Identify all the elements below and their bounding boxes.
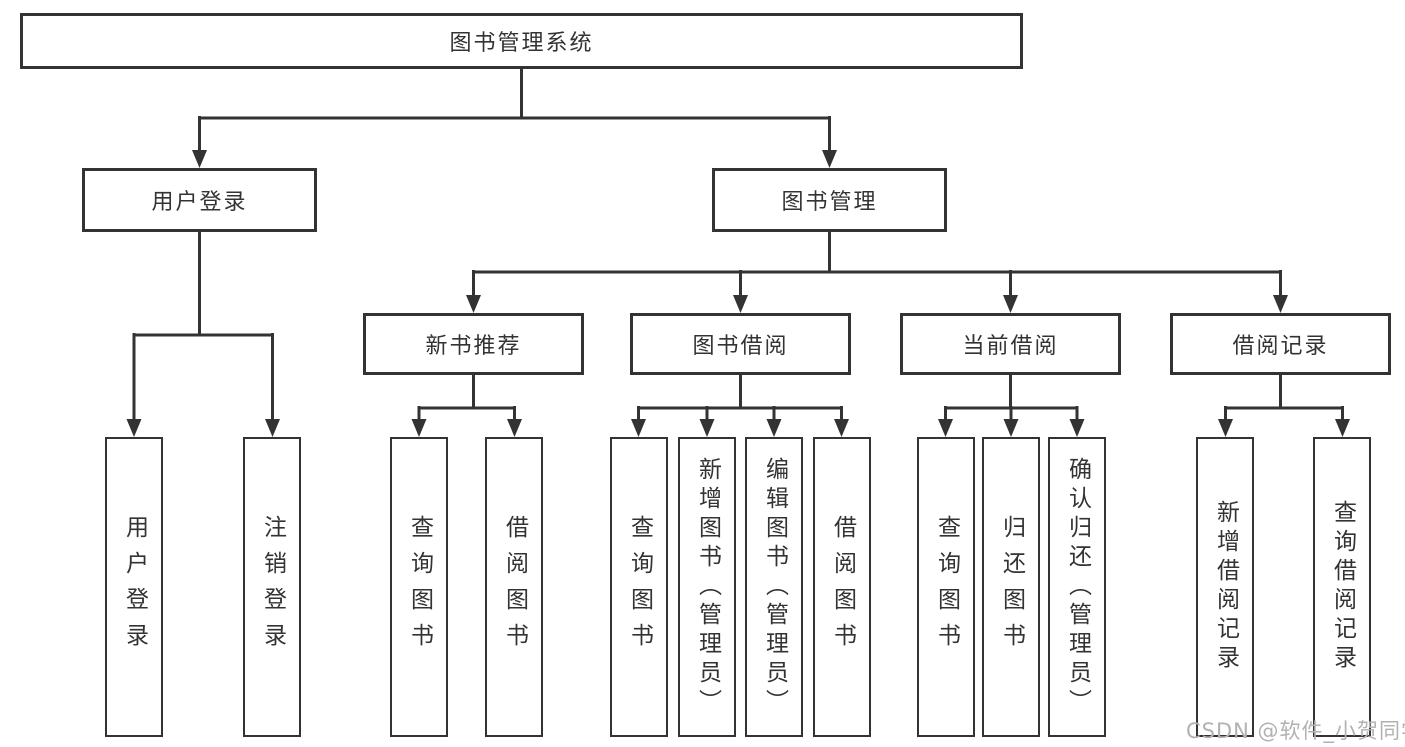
node-borrow-records-label: 借阅记录 bbox=[1232, 334, 1329, 359]
leaf-user-login: 用户登录 bbox=[105, 437, 163, 737]
node-book-borrow: 图书借阅 bbox=[630, 313, 851, 375]
leaf-query-books-2: 查询图书 bbox=[610, 437, 668, 737]
csdn-watermark: CSDN @软件_小贺同学 bbox=[1186, 719, 1405, 743]
leaf-return-books: 归还图书 bbox=[982, 437, 1040, 737]
leaf-confirm-return-admin: 确认归还（管理员） bbox=[1048, 437, 1106, 737]
leaf-query-borrow-record: 查询借阅记录 bbox=[1313, 437, 1371, 737]
leaf-logout: 注销登录 bbox=[243, 437, 301, 737]
branch-current-borrow bbox=[938, 375, 1085, 437]
arrowhead-icon bbox=[938, 419, 953, 437]
leaf-label: 编辑图书（管理员） bbox=[761, 456, 788, 718]
branch-borrow-records bbox=[1218, 375, 1350, 437]
arrowhead-icon bbox=[1273, 295, 1288, 313]
node-current-borrow-label: 当前借阅 bbox=[962, 334, 1059, 359]
leaf-label: 查询图书 bbox=[933, 515, 960, 659]
arrowhead-icon bbox=[192, 150, 207, 168]
leaf-borrow-books-1: 借阅图书 bbox=[485, 437, 543, 737]
arrowhead-icon bbox=[1003, 295, 1018, 313]
node-current-borrow: 当前借阅 bbox=[900, 313, 1121, 375]
node-book-borrow-label: 图书借阅 bbox=[692, 334, 789, 359]
node-book-mgmt-label: 图书管理 bbox=[781, 190, 878, 215]
node-new-book-rec: 新书推荐 bbox=[363, 313, 584, 375]
leaf-label: 新增图书（管理员） bbox=[694, 456, 721, 718]
arrowhead-icon bbox=[466, 295, 481, 313]
leaf-label: 注销登录 bbox=[259, 515, 286, 659]
node-new-book-rec-label: 新书推荐 bbox=[425, 334, 522, 359]
arrowhead-icon bbox=[766, 419, 782, 437]
branch-book-mgmt bbox=[466, 232, 1288, 313]
node-user-login: 用户登录 bbox=[82, 168, 317, 232]
arrowhead-icon bbox=[411, 419, 427, 437]
arrowhead-icon bbox=[507, 419, 522, 437]
node-book-mgmt: 图书管理 bbox=[712, 168, 947, 232]
leaf-label: 借阅图书 bbox=[829, 515, 856, 659]
arrowhead-icon bbox=[1003, 419, 1019, 437]
arrowhead-icon bbox=[631, 419, 646, 437]
leaf-label: 借阅图书 bbox=[501, 515, 528, 659]
leaf-label: 用户登录 bbox=[121, 515, 148, 659]
leaf-label: 新增借阅记录 bbox=[1212, 500, 1239, 674]
leaf-label: 归还图书 bbox=[998, 515, 1025, 659]
leaf-edit-books-admin: 编辑图书（管理员） bbox=[745, 437, 803, 737]
leaf-label: 确认归还（管理员） bbox=[1064, 456, 1091, 718]
arrowhead-icon bbox=[126, 419, 142, 437]
branch-book-borrow bbox=[631, 375, 849, 437]
node-user-login-label: 用户登录 bbox=[151, 190, 248, 215]
leaf-label: 查询图书 bbox=[626, 515, 653, 659]
branch-root bbox=[192, 68, 837, 168]
arrowhead-icon bbox=[699, 419, 715, 437]
arrowhead-icon bbox=[1069, 419, 1085, 437]
arrowhead-icon bbox=[265, 419, 280, 437]
arrowhead-icon bbox=[834, 419, 849, 437]
node-root: 图书管理系统 bbox=[20, 13, 1023, 69]
node-borrow-records: 借阅记录 bbox=[1170, 313, 1391, 375]
leaf-add-borrow-record: 新增借阅记录 bbox=[1196, 437, 1254, 737]
arrowhead-icon bbox=[733, 295, 748, 313]
arrowhead-icon bbox=[1335, 419, 1350, 437]
branch-user-login bbox=[126, 232, 280, 437]
leaf-label: 查询图书 bbox=[406, 515, 433, 659]
leaf-borrow-books-2: 借阅图书 bbox=[813, 437, 871, 737]
leaf-query-books-1: 查询图书 bbox=[390, 437, 448, 737]
arrowhead-icon bbox=[1218, 419, 1233, 437]
leaf-query-books-3: 查询图书 bbox=[917, 437, 975, 737]
branch-new-book-rec bbox=[411, 375, 522, 437]
leaf-label: 查询借阅记录 bbox=[1329, 500, 1356, 674]
arrowhead-icon bbox=[822, 150, 837, 168]
leaf-add-books-admin: 新增图书（管理员） bbox=[678, 437, 736, 737]
node-root-label: 图书管理系统 bbox=[449, 31, 594, 56]
